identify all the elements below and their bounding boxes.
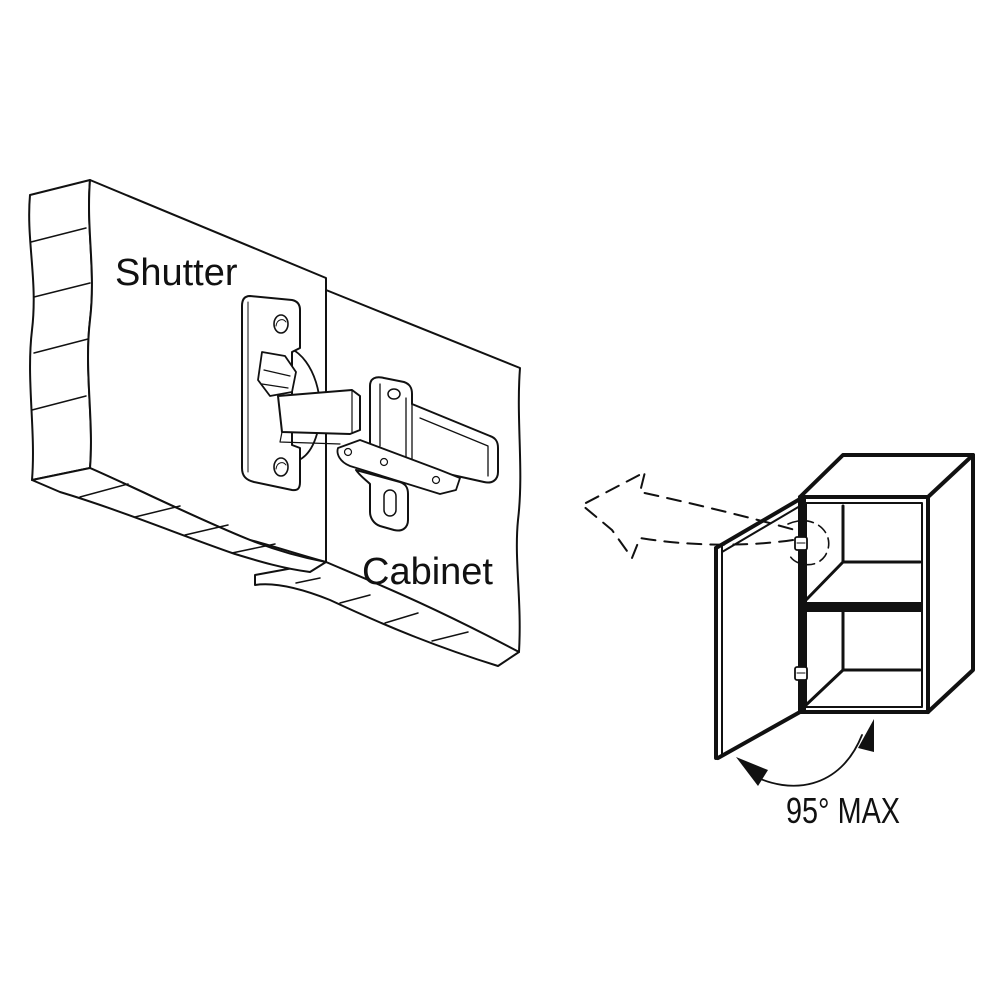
cabinet-shelf [806, 602, 922, 612]
hinge-marker-bottom [794, 666, 808, 681]
cabinet-edge-grain-lines [295, 577, 469, 642]
mounting-plate-slot-top [387, 388, 401, 400]
label-shutter: Shutter [115, 252, 238, 294]
hinge [241, 295, 499, 532]
angle-arrowhead-right [858, 719, 874, 752]
shutter-side-grain-lines [30, 227, 91, 411]
opening-direction-arrow [581, 471, 796, 559]
label-cabinet: Cabinet [362, 551, 493, 593]
cabinet-illustration: 95° MAX [581, 453, 975, 831]
open-door [714, 497, 802, 760]
mounting-plate-slot [383, 489, 397, 517]
label-opening-angle: 95° MAX [786, 790, 900, 831]
mounting-plate [336, 376, 499, 532]
hinge-arm [277, 389, 361, 435]
angle-arc [736, 719, 874, 787]
mounting-plate-tab [355, 469, 409, 532]
angle-arrowhead-left [736, 757, 768, 786]
hinge-marker-top [787, 519, 830, 566]
shutter-bottom-grain-lines [79, 483, 276, 554]
screw-hole-bottom [273, 457, 289, 477]
screw-hole-top [273, 314, 289, 334]
